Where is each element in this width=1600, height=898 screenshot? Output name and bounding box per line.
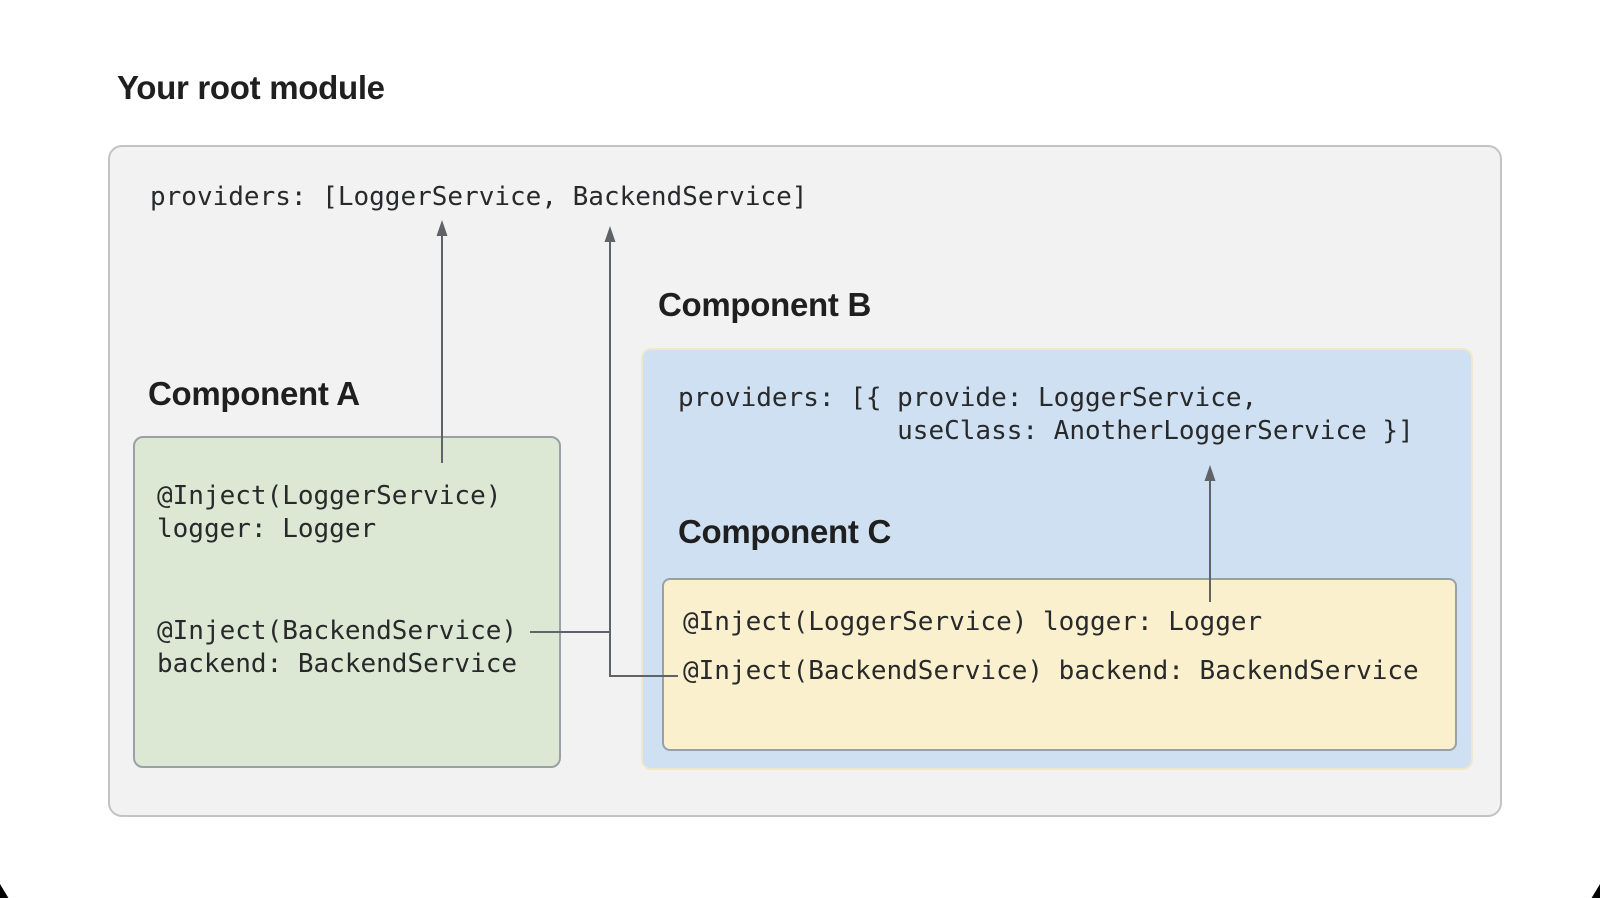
screenshot-corner-artifact-left: [0, 884, 9, 898]
component-a-inject-backend-code: @Inject(BackendService): [157, 616, 518, 646]
component-c-box: [662, 578, 1457, 751]
root-module-providers-code: providers: [LoggerService, BackendServic…: [150, 182, 808, 212]
screenshot-corner-artifact-right: [1591, 884, 1600, 898]
page-title: Your root module: [117, 69, 385, 106]
component-b-label: Component B: [658, 286, 872, 323]
component-c-inject-backend-line: @Inject(BackendService) backend: Backend…: [683, 656, 1419, 686]
component-a-label: Component A: [148, 375, 360, 412]
component-a-box: [133, 436, 561, 768]
component-c-inject-logger-line: @Inject(LoggerService) logger: Logger: [683, 607, 1263, 637]
component-b-providers-code-line1: providers: [{ provide: LoggerService,: [678, 383, 1258, 413]
component-c-label: Component C: [678, 513, 892, 550]
component-a-inject-logger-block: @Inject(LoggerService)logger: Logger: [157, 480, 501, 546]
component-a-inject-logger-code: @Inject(LoggerService): [157, 481, 502, 511]
component-a-inject-backend-block: @Inject(BackendService)backend: BackendS…: [157, 615, 517, 681]
component-b-providers-code-line2: useClass: AnotherLoggerService }]: [678, 416, 1414, 446]
component-b-providers-code-block: providers: [{ provide: LoggerService, us…: [678, 382, 1414, 448]
component-a-logger-field-code: logger: Logger: [157, 514, 377, 544]
component-a-backend-field-code: backend: BackendService: [157, 649, 518, 679]
